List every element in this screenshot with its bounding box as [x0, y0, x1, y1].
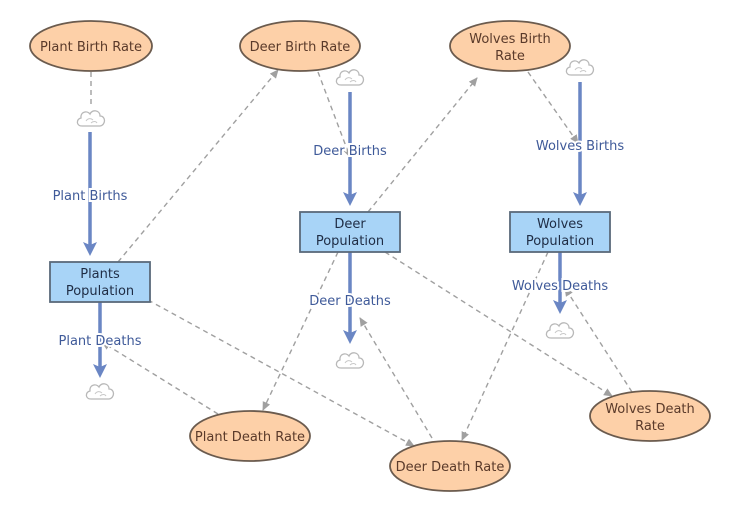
deer-death-rate-node[interactable]: Deer Death Rate — [389, 440, 511, 492]
plant-birth-rate-node[interactable]: Plant Birth Rate — [29, 20, 153, 72]
link-wolves-population-to-deer-death-rate — [461, 251, 549, 441]
wolves-birth-rate-label-line1: Wolves Birth — [469, 32, 550, 47]
plant-birth-rate-label: Plant Birth Rate — [40, 40, 142, 55]
flow-labels: Plant Births Plant Deaths Deer Births De… — [51, 137, 627, 351]
wolves-birth-rate-node[interactable]: Wolves Birth Rate — [449, 20, 571, 72]
wolves-death-rate-label-line1: Wolves Death — [605, 402, 695, 417]
cloud-icon — [335, 352, 365, 369]
plant-death-rate-node[interactable]: Plant Death Rate — [189, 410, 311, 462]
link-deer-population-to-wolves-birth-rate — [367, 77, 478, 213]
link-plants-population-to-deer-death-rate — [147, 299, 415, 447]
deer-population-label-line2: Population — [316, 234, 384, 249]
deer-births-label: Deer Births — [313, 144, 387, 159]
wolves-deaths-label: Wolves Deaths — [512, 279, 609, 294]
link-plant-death-rate-to-plant-deaths — [101, 341, 219, 415]
wolves-births-label: Wolves Births — [536, 139, 624, 154]
deer-birth-rate-node[interactable]: Deer Birth Rate — [239, 20, 361, 72]
wolves-population-label-line2: Population — [526, 234, 594, 249]
deer-birth-rate-label: Deer Birth Rate — [250, 40, 351, 55]
wolves-population-node[interactable]: Wolves Population — [509, 211, 611, 253]
link-wolves-death-rate-to-wolves-deaths — [564, 287, 633, 393]
cloud-icon — [76, 110, 106, 127]
plants-population-label-line1: Plants — [80, 267, 120, 282]
wolves-death-rate-label-line2: Rate — [635, 419, 665, 434]
plants-population-node[interactable]: Plants Population — [49, 261, 151, 303]
link-wolves-birth-rate-to-wolves-births — [527, 71, 579, 144]
wolves-population-label-line1: Wolves — [537, 217, 583, 232]
wolves-birth-rate-label-line2: Rate — [495, 49, 525, 64]
plants-population-label-line2: Population — [66, 284, 134, 299]
influence-links — [90, 69, 633, 447]
cloud-icon — [545, 322, 575, 339]
plant-death-rate-label: Plant Death Rate — [195, 430, 305, 445]
stock-nodes: Plants Population Deer Population Wolves… — [49, 211, 611, 303]
deer-death-rate-label: Deer Death Rate — [396, 460, 505, 475]
plant-births-label: Plant Births — [53, 189, 128, 204]
cloud-icon — [85, 383, 115, 400]
deer-deaths-label: Deer Deaths — [309, 294, 391, 309]
cloud-icon — [335, 69, 365, 86]
cloud-icon — [565, 59, 595, 76]
deer-population-label-line1: Deer — [334, 217, 366, 232]
link-deer-death-rate-to-deer-deaths — [359, 317, 433, 439]
link-deer-birth-rate-to-deer-births — [317, 71, 351, 158]
flow-pipes — [83, 82, 587, 378]
deer-population-node[interactable]: Deer Population — [299, 211, 401, 253]
rate-nodes: Plant Birth Rate Deer Birth Rate Wolves … — [29, 20, 711, 492]
wolves-death-rate-node[interactable]: Wolves Death Rate — [589, 390, 711, 442]
link-deer-population-to-plant-death-rate — [262, 251, 339, 411]
link-plants-population-to-deer-birth-rate — [117, 69, 279, 263]
link-deer-population-to-wolves-death-rate — [384, 251, 613, 397]
plant-deaths-label: Plant Deaths — [59, 334, 142, 349]
